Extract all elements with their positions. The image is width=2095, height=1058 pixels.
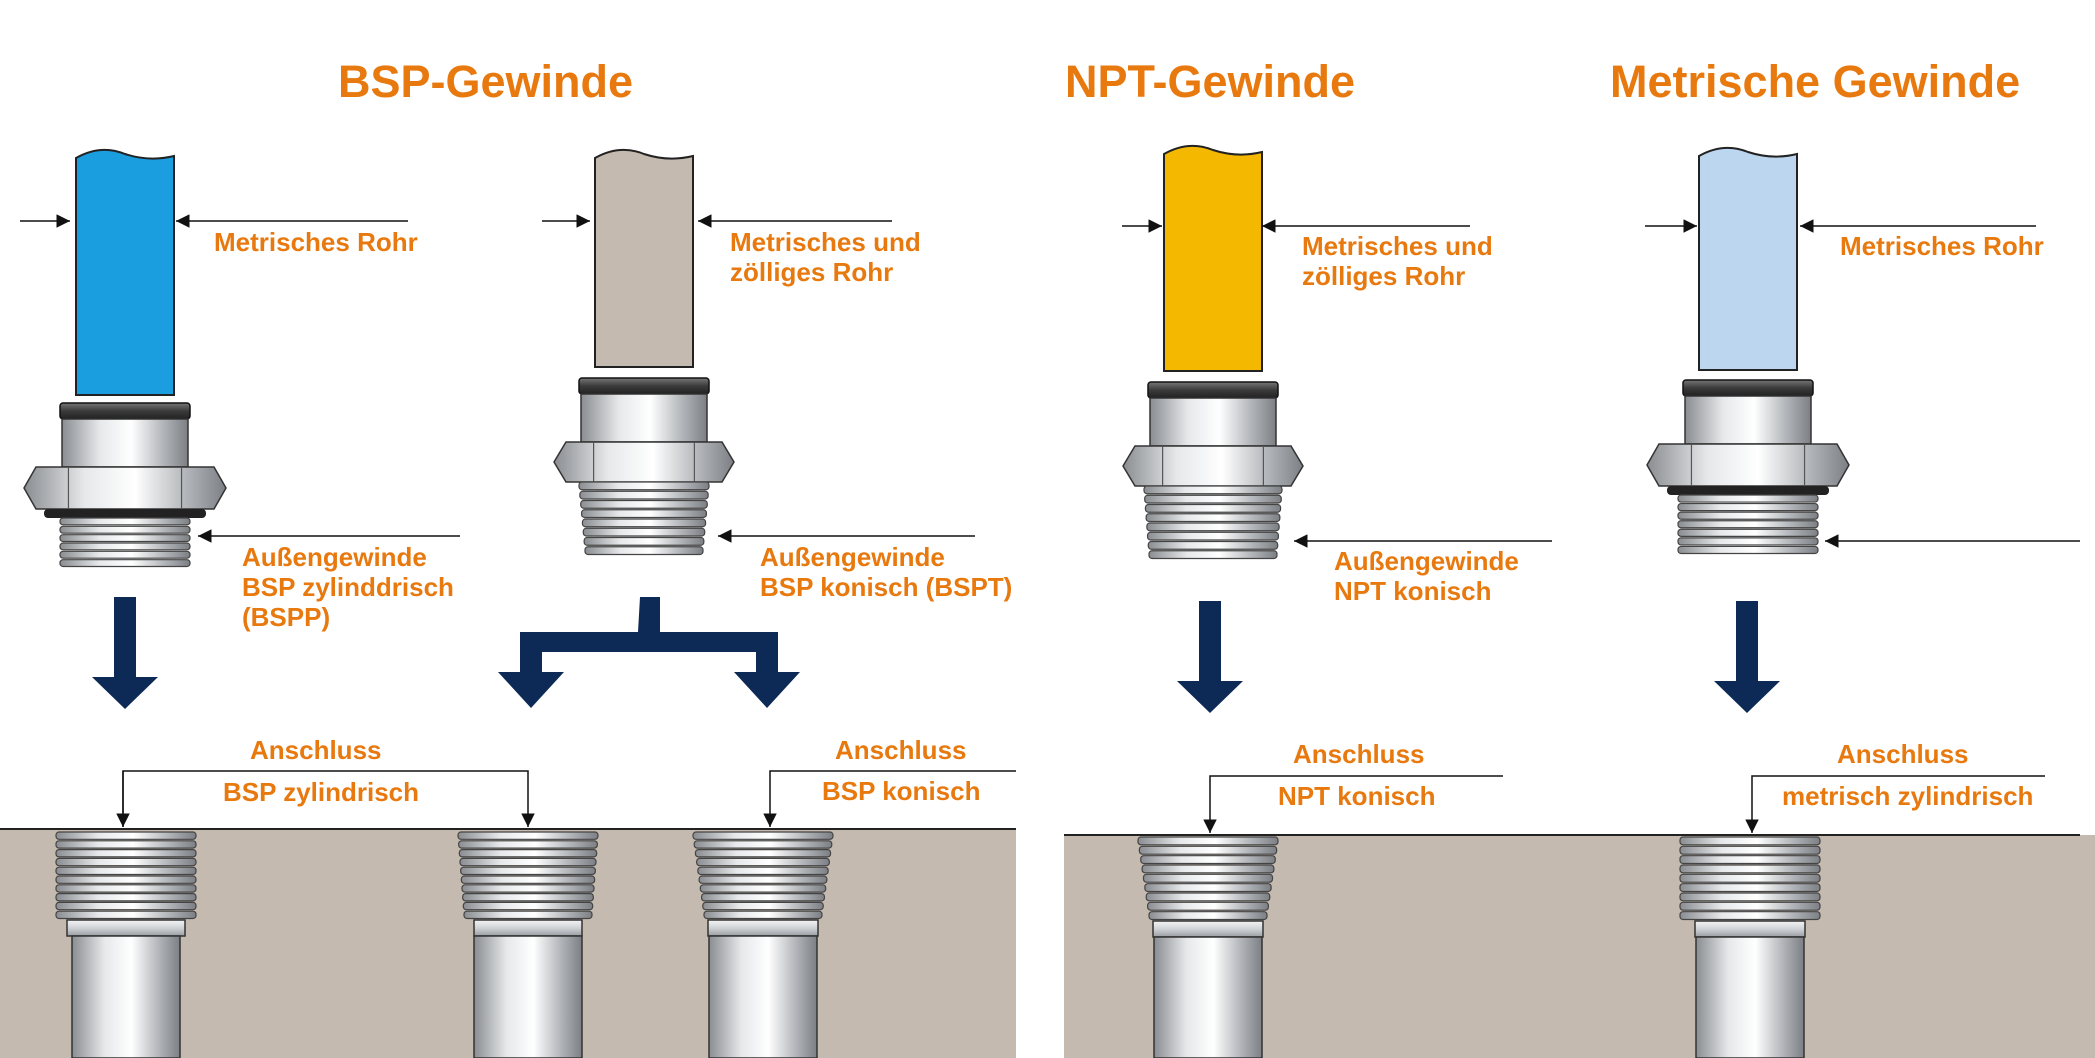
fitting-bspp-release-ring [59,402,191,420]
fitting-bspp-thread [59,517,191,568]
arrows [92,597,1780,713]
fitting-metric-body [1684,395,1812,445]
port-bsp-cyl-2 [457,831,599,1058]
port-label-metric-1: Anschluss [1837,739,1969,769]
port-npt [1137,836,1279,1058]
arrow-down-metric [1714,601,1780,713]
ports-layer [55,831,1821,1058]
pipe-label-bspp: Metrisches Rohr [214,227,418,257]
port-label-bsp-con-1: Anschluss [835,735,967,765]
dimension-lines [20,214,2036,233]
fitting-npt-pipe [1163,144,1263,372]
fitting-npt-hex-nut [1122,445,1304,487]
port-label-bsp-cyl-2: BSP zylindrisch [223,777,419,807]
thread-label-npt-2: NPT konisch [1334,576,1491,606]
port-bsp-con-thread [692,831,834,920]
thread-pointer-lines [198,529,2080,548]
port-bsp-con [692,831,834,1058]
fitting-bspt [553,148,735,556]
thread-label-npt-1: Außengewinde [1334,546,1519,576]
port-label-npt-2: NPT konisch [1278,781,1435,811]
port-bsp-con-step [707,919,819,937]
port-bsp-con-bore [708,935,818,1058]
port-npt-thread [1137,836,1279,921]
arrow-down-bspp [92,597,158,709]
fitting-bspt-release-ring [578,377,710,395]
thread-label-bspp-3: (BSPP) [242,602,330,632]
port-label-metric-2: metrisch zylindrisch [1782,781,2033,811]
title-bsp: BSP-Gewinde [338,56,633,107]
port-label-bsp-con-2: BSP konisch [822,776,980,806]
fitting-npt-body [1149,397,1277,447]
thread-label-bspt-1: Außengewinde [760,542,945,572]
fitting-bspt-hex-nut [553,441,735,483]
port-bsp-cyl-2-bore [473,935,583,1058]
port-metric-thread [1679,836,1821,921]
pipe-label-bspt-2: zölliges Rohr [730,257,893,287]
port-bsp-cyl-2-step [473,919,583,937]
fitting-bspp-body [61,418,189,468]
port-metric-step [1694,920,1806,938]
fitting-metric-seal-ring [1667,486,1829,495]
port-bsp-cyl-1 [55,831,197,1058]
port-bsp-cyl-1-thread [55,831,197,920]
fittings-layer [23,144,1850,568]
thread-label-bspp-2: BSP zylinddrisch [242,572,454,602]
fitting-metric-hex-nut [1646,443,1850,487]
thread-label-bspp-1: Außengewinde [242,542,427,572]
fitting-bspp-seal-ring [44,509,206,518]
fitting-bspp-hex-nut [23,466,227,510]
port-label-bsp-cyl-1: Anschluss [250,735,382,765]
port-bsp-cyl-1-bore [71,935,181,1058]
pipe-label-npt-1: Metrisches und [1302,231,1493,261]
fitting-bspp-pipe [75,148,175,396]
title-npt: NPT-Gewinde [1065,56,1355,107]
port-metric [1679,836,1821,1058]
port-label-npt-1: Anschluss [1293,739,1425,769]
pipe-label-bspt-1: Metrisches und [730,227,921,257]
arrow-split-bspt [498,597,800,708]
fitting-bspt-thread [578,481,710,556]
fitting-metric [1646,146,1850,555]
port-bsp-cyl-1-step [66,919,186,937]
pipe-label-npt-2: zölliges Rohr [1302,261,1465,291]
fitting-metric-release-ring [1682,379,1814,397]
fitting-npt-thread [1143,485,1283,560]
fitting-metric-thread [1677,494,1819,555]
fitting-npt-release-ring [1147,381,1279,399]
port-bracket-lines [116,770,2045,833]
thread-label-bspt-2: BSP konisch (BSPT) [760,572,1012,602]
pipe-label-metric: Metrisches Rohr [1840,231,2044,261]
fitting-bspp [23,148,227,568]
arrow-down-npt [1177,601,1243,713]
fitting-bspt-pipe [594,148,694,368]
fitting-bspt-body [580,393,708,443]
port-bsp-cyl-2-thread [457,831,599,920]
fitting-npt [1122,144,1304,560]
port-metric-bore [1695,936,1805,1058]
title-metric: Metrische Gewinde [1610,56,2020,107]
fitting-metric-pipe [1698,146,1798,371]
port-npt-bore [1153,936,1263,1058]
port-npt-step [1152,920,1264,938]
